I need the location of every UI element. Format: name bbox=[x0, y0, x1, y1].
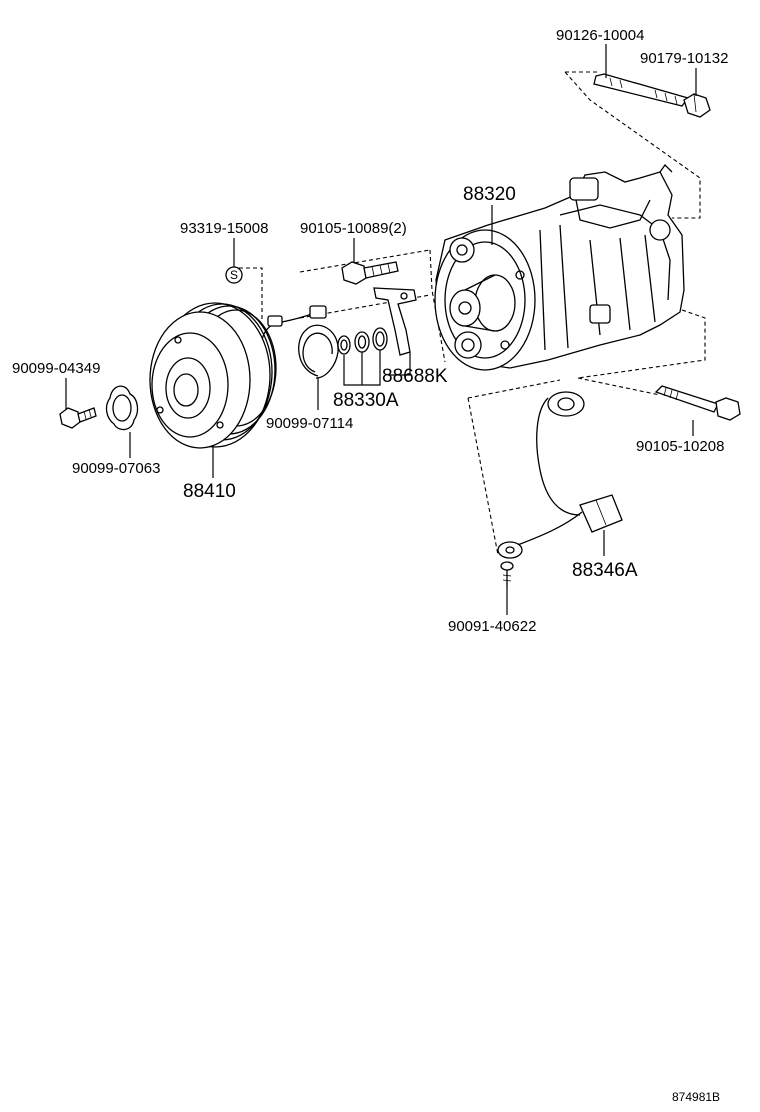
label-left-bolt: 90099-04349 bbox=[12, 360, 100, 377]
label-long-bolt: 90126-10004 bbox=[556, 27, 644, 44]
label-bracket: 88688K bbox=[382, 366, 448, 387]
label-orings: 88330A bbox=[333, 390, 399, 411]
screw-part bbox=[500, 561, 514, 588]
right-bolt-part bbox=[654, 385, 741, 421]
label-nut: 90179-10132 bbox=[640, 50, 728, 67]
leader-lines bbox=[65, 44, 697, 615]
left-bolt-part bbox=[59, 407, 97, 429]
plug-s-part: S bbox=[225, 266, 243, 284]
label-snap-ring: 90099-07114 bbox=[266, 415, 353, 432]
label-screw: 90091-40622 bbox=[448, 618, 536, 635]
nut-part bbox=[683, 93, 711, 118]
orings-part bbox=[337, 327, 388, 355]
label-shim: 90099-07063 bbox=[72, 460, 160, 477]
label-bracket-bolt: 90105-10089(2) bbox=[300, 220, 407, 237]
plug-mark-text: S bbox=[230, 268, 238, 282]
label-compressor: 88320 bbox=[463, 184, 516, 205]
label-sensor: 88346A bbox=[572, 560, 638, 581]
shim-part bbox=[105, 385, 139, 431]
label-plug: 93319-15008 bbox=[180, 220, 268, 237]
bracket-bolt-part bbox=[341, 261, 399, 285]
part-labels: 90126-10004 90179-10132 88320 93319-1500… bbox=[12, 27, 728, 1104]
diagram-code: 874981B bbox=[672, 1090, 720, 1104]
clutch-coil-wire-part bbox=[261, 305, 327, 341]
long-bolt-part bbox=[593, 73, 690, 107]
sensor-part bbox=[497, 391, 623, 559]
snap-ring-part bbox=[298, 324, 339, 379]
clutch-pulley-part bbox=[149, 302, 277, 449]
label-right-bolt: 90105-10208 bbox=[636, 438, 724, 455]
compressor-body-part bbox=[434, 163, 685, 371]
label-clutch-pulley: 88410 bbox=[183, 481, 236, 502]
